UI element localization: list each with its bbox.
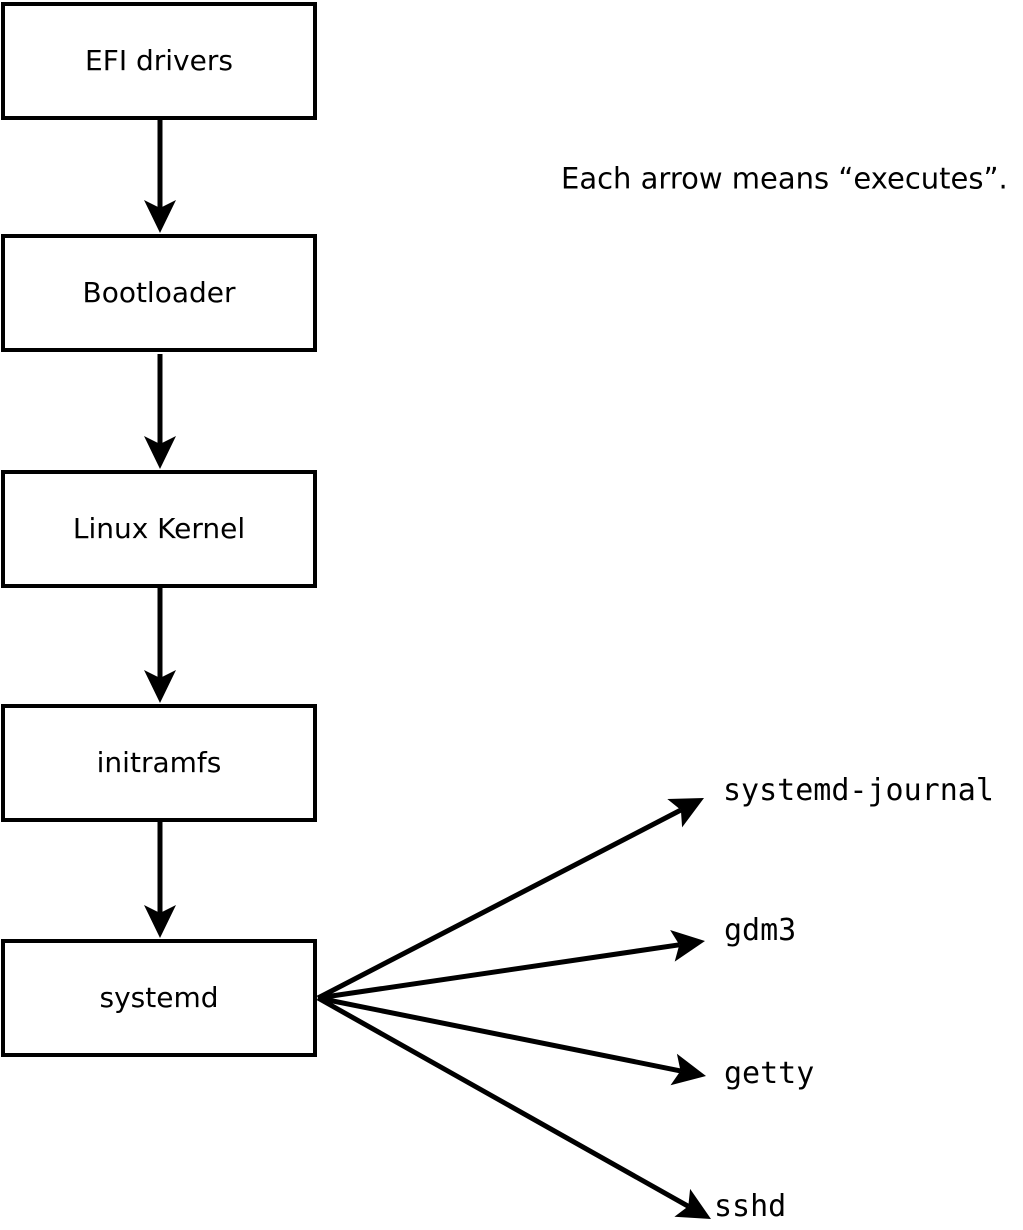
arrow-systemd-to-getty: [317, 995, 706, 1086]
node-bootloader-label: Bootloader: [82, 276, 236, 309]
process-label-sshd: sshd: [714, 1189, 787, 1224]
process-label-systemd-journal: systemd-journal: [723, 773, 994, 808]
process-label-gdm3: gdm3: [724, 913, 797, 948]
arrow-linux-kernel-to-initramfs: [144, 588, 176, 703]
node-systemd: systemd: [1, 939, 317, 1057]
arrow-systemd-to-systemd-journal: [316, 798, 704, 1001]
arrow-initramfs-to-systemd: [144, 822, 176, 938]
node-efi-drivers: EFI drivers: [1, 2, 317, 120]
arrow-bootloader-to-linux-kernel: [144, 354, 176, 469]
node-initramfs-label: initramfs: [96, 746, 222, 779]
arrow-systemd-to-sshd: [316, 995, 711, 1219]
node-linux-kernel-label: Linux Kernel: [72, 512, 246, 545]
node-bootloader: Bootloader: [1, 234, 317, 352]
node-initramfs: initramfs: [1, 704, 317, 822]
arrow-systemd-to-gdm3: [317, 930, 705, 1001]
diagram-caption: Each arrow means “executes”.: [561, 161, 1008, 196]
process-label-getty: getty: [724, 1056, 815, 1091]
arrow-efi-drivers-to-bootloader: [144, 120, 176, 233]
node-linux-kernel: Linux Kernel: [1, 470, 317, 588]
node-efi-drivers-label: EFI drivers: [85, 44, 233, 77]
node-systemd-label: systemd: [99, 981, 219, 1014]
